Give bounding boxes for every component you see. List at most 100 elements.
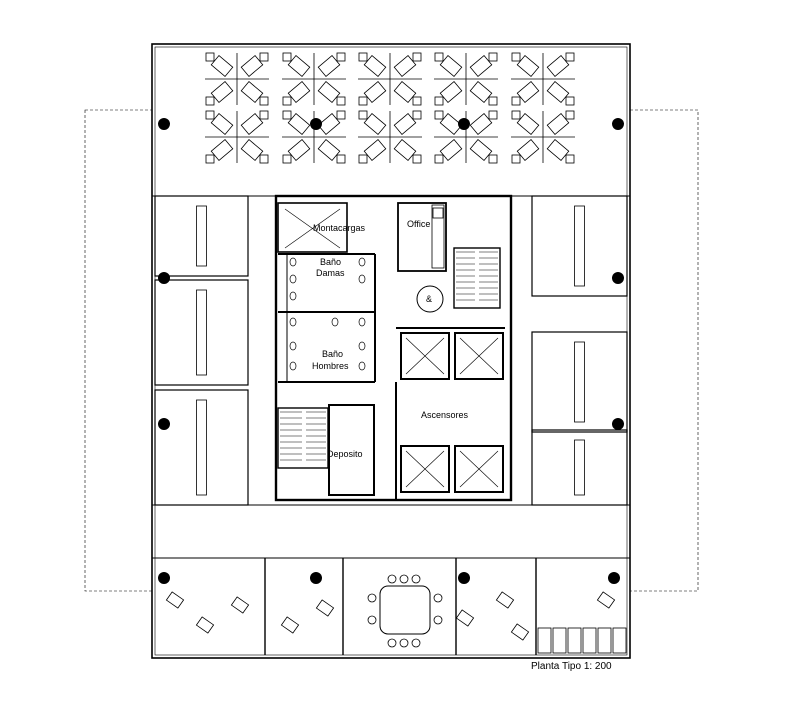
office-room bbox=[154, 389, 249, 506]
office-chair bbox=[230, 596, 250, 614]
desk bbox=[210, 81, 234, 103]
chair bbox=[565, 154, 575, 164]
office-room bbox=[154, 279, 249, 386]
locker bbox=[597, 627, 612, 654]
elevator-cross bbox=[405, 450, 445, 488]
column bbox=[612, 418, 624, 430]
office-desk bbox=[574, 341, 585, 423]
conference-chair bbox=[367, 593, 377, 603]
desk bbox=[363, 113, 387, 135]
desk bbox=[363, 81, 387, 103]
montacargas-shaft bbox=[277, 202, 348, 253]
toilet bbox=[358, 274, 366, 284]
planter-symbol: & bbox=[426, 294, 432, 304]
chair bbox=[205, 96, 215, 106]
office-chair bbox=[165, 591, 185, 609]
locker bbox=[552, 627, 567, 654]
chair bbox=[565, 96, 575, 106]
caption: Planta Tipo 1: 200 bbox=[531, 661, 612, 672]
column bbox=[608, 572, 620, 584]
conference-chair bbox=[399, 638, 409, 648]
office-desk bbox=[196, 289, 207, 376]
desk bbox=[516, 113, 540, 135]
chair bbox=[511, 154, 521, 164]
toilet bbox=[289, 317, 297, 327]
conference-chair bbox=[411, 574, 421, 584]
desk bbox=[240, 81, 264, 103]
lockers bbox=[537, 627, 627, 654]
desk bbox=[393, 139, 417, 161]
toilet bbox=[289, 291, 297, 301]
chair bbox=[434, 110, 444, 120]
label-office: Office bbox=[407, 219, 430, 229]
locker bbox=[582, 627, 597, 654]
conference-table bbox=[379, 585, 431, 635]
desk bbox=[317, 55, 341, 77]
exterior-wall bbox=[151, 43, 631, 659]
desk bbox=[439, 139, 463, 161]
locker bbox=[567, 627, 582, 654]
label-montacargas: Montacargas bbox=[313, 223, 366, 233]
chair bbox=[282, 96, 292, 106]
locker bbox=[612, 627, 627, 654]
core-wall bbox=[274, 194, 513, 502]
chair bbox=[488, 110, 498, 120]
desk bbox=[393, 55, 417, 77]
conference-chair bbox=[433, 593, 443, 603]
chair bbox=[336, 96, 346, 106]
conference-chair bbox=[367, 615, 377, 625]
chair bbox=[412, 154, 422, 164]
label-bano-hombres-1: Baño bbox=[322, 349, 343, 359]
chair bbox=[358, 96, 368, 106]
office-chair bbox=[495, 591, 515, 609]
kitchen-counter bbox=[431, 204, 445, 269]
column bbox=[158, 418, 170, 430]
chair bbox=[511, 96, 521, 106]
elevator-car bbox=[454, 332, 504, 380]
toilet bbox=[358, 341, 366, 351]
elevators bbox=[400, 332, 504, 493]
desk bbox=[317, 81, 341, 103]
chair bbox=[358, 154, 368, 164]
office-room bbox=[397, 202, 447, 272]
chair bbox=[282, 154, 292, 164]
chair bbox=[412, 96, 422, 106]
office-room bbox=[531, 429, 628, 506]
label-bano-damas-1: Baño bbox=[320, 257, 341, 267]
chair bbox=[358, 52, 368, 62]
desk bbox=[240, 139, 264, 161]
chair bbox=[282, 52, 292, 62]
chair bbox=[205, 154, 215, 164]
desk bbox=[393, 113, 417, 135]
chair bbox=[511, 110, 521, 120]
desk bbox=[439, 113, 463, 135]
office-chair bbox=[195, 616, 215, 634]
deposito-room bbox=[328, 404, 375, 496]
office-desk bbox=[196, 205, 207, 267]
locker bbox=[537, 627, 552, 654]
stair-top bbox=[453, 247, 501, 309]
desk bbox=[469, 81, 493, 103]
office-room bbox=[154, 195, 249, 277]
office-chair bbox=[596, 591, 616, 609]
side-offices bbox=[154, 195, 628, 648]
office-chair bbox=[315, 599, 335, 617]
desk bbox=[516, 55, 540, 77]
stove bbox=[432, 207, 444, 219]
desk bbox=[363, 55, 387, 77]
column bbox=[612, 272, 624, 284]
toilet bbox=[358, 317, 366, 327]
desk bbox=[363, 139, 387, 161]
chair bbox=[565, 52, 575, 62]
office-desk bbox=[574, 205, 585, 287]
workstations bbox=[205, 52, 575, 164]
column bbox=[458, 118, 470, 130]
chair bbox=[358, 110, 368, 120]
chair bbox=[336, 154, 346, 164]
desk bbox=[210, 139, 234, 161]
desk bbox=[469, 139, 493, 161]
desk bbox=[546, 81, 570, 103]
desk bbox=[546, 113, 570, 135]
label-deposito: Deposito bbox=[327, 449, 363, 459]
